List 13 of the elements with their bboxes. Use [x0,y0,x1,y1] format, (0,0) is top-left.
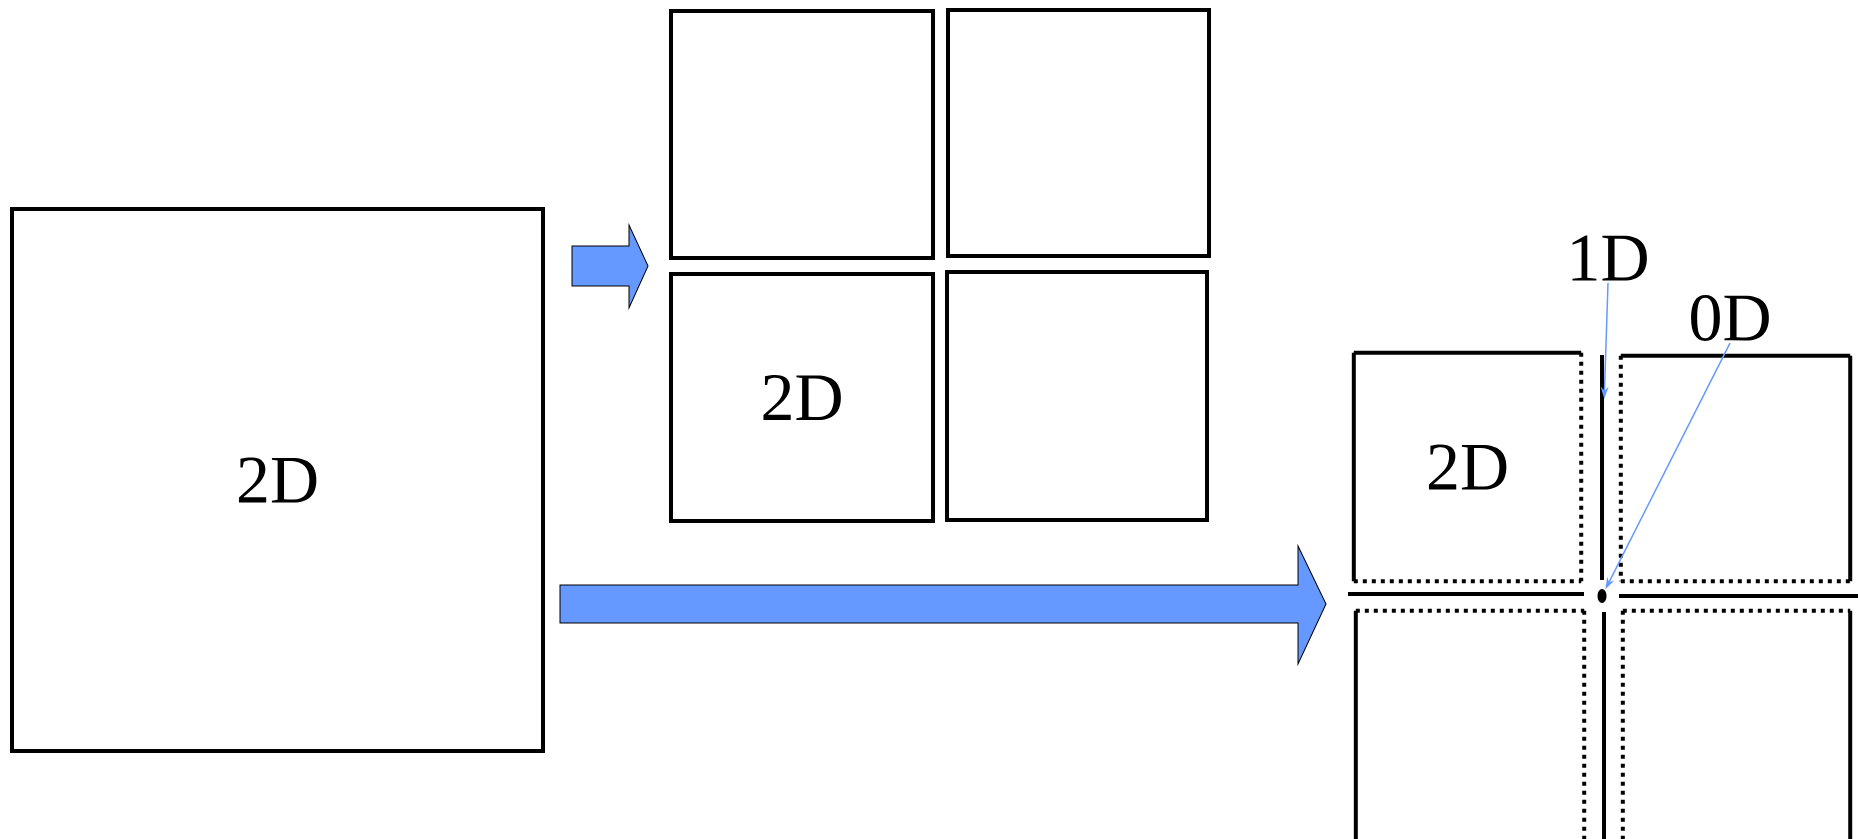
block-arrow [571,224,649,309]
dimension-label: 0D [1691,295,1769,341]
quadrant [1353,608,1587,839]
square-box [946,8,1211,258]
quadrant [1620,608,1853,839]
square-box [945,270,1209,522]
quadrant [1618,353,1853,584]
square-box [669,9,935,260]
block-arrow [559,545,1327,665]
dimension-label: 1D [1572,235,1647,281]
quadrant: 2D [1351,350,1584,584]
square-box: 2D [669,272,935,523]
square-box: 2D [10,207,545,753]
